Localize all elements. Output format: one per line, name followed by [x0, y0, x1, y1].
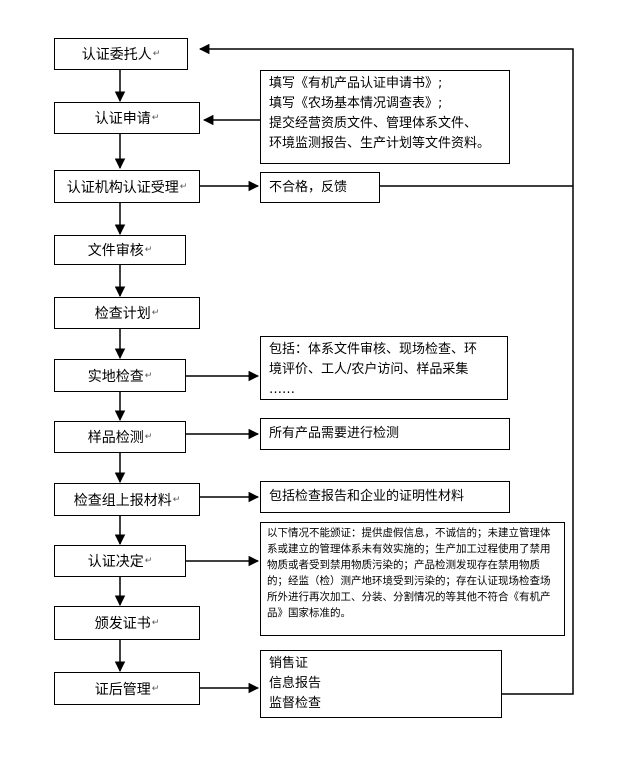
note-application-materials: 填写《有机产品认证申请书》; 填写《农场基本情况调查表》; 提交经营资质文件、管…: [260, 70, 510, 164]
step-certification-decision-label: 认证决定: [87, 554, 144, 570]
note-report-text: 包括检查报告和企业的证明性材料: [269, 489, 465, 504]
step-acceptance-label: 认证机构认证受理: [66, 179, 179, 196]
note-decision-text: 以下情况不能颁证：提供虚假信息，不诚信的；未建立管理体系或建立的管理体系未有效实…: [267, 527, 551, 619]
note-onsite-scope: 包括：体系文件审核、现场检查、环 境评价、工人/农户访问、样品采集 ……: [260, 336, 508, 400]
step-client: 认证委托人↵: [54, 38, 188, 70]
note-onsite-line: 包括：体系文件审核、现场检查、环: [269, 342, 478, 357]
feedback-return-line: [198, 43, 574, 695]
step-sample-testing: 样品检测↵: [54, 421, 186, 453]
step-sample-testing-label: 样品检测: [87, 430, 144, 446]
note-reject-text: 不合格，反馈: [269, 179, 348, 195]
step-issue-certificate: 颁发证书↵: [54, 606, 200, 640]
step-inspection-plan-label: 检查计划: [94, 306, 151, 322]
step-document-review: 文件审核↵: [54, 235, 186, 265]
step-acceptance: 认证机构认证受理↵: [54, 170, 200, 203]
note-aftercare-line: 销售证: [269, 656, 309, 671]
step-report-submission-label: 检查组上报材料: [73, 492, 172, 509]
step-certification-decision: 认证决定↵: [54, 545, 186, 577]
note-aftercare-line: 监督检查: [269, 696, 322, 711]
step-issue-certificate-label: 颁发证书: [94, 616, 151, 632]
note-sample-testing: 所有产品需要进行检测: [260, 418, 510, 450]
step-document-review-label: 文件审核: [87, 243, 144, 259]
note-onsite-line: 境评价、工人/农户访问、样品采集: [269, 362, 469, 377]
step-post-certification-label: 证后管理: [94, 681, 151, 698]
note-onsite-line: ……: [269, 382, 295, 397]
note-aftercare-line: 信息报告: [269, 676, 322, 691]
step-post-certification: 证后管理↵: [54, 672, 200, 705]
note-application-line: 填写《农场基本情况调查表》;: [269, 96, 443, 111]
step-inspection-plan: 检查计划↵: [54, 297, 200, 329]
step-client-label: 认证委托人: [81, 47, 152, 63]
note-report-materials: 包括检查报告和企业的证明性材料: [260, 481, 510, 513]
step-report-submission: 检查组上报材料↵: [54, 483, 200, 516]
note-post-certification: 销售证 信息报告 监督检查: [260, 650, 502, 718]
step-application: 认证申请↵: [54, 102, 200, 134]
note-application-line: 填写《有机产品认证申请书》;: [269, 76, 443, 91]
step-application-label: 认证申请: [94, 111, 151, 127]
note-application-line: 提交经营资质文件、管理体系文件、: [269, 116, 478, 131]
step-onsite-inspection: 实地检查↵: [54, 359, 186, 392]
note-no-certification-conditions: 以下情况不能颁证：提供虚假信息，不诚信的；未建立管理体系或建立的管理体系未有效实…: [260, 522, 565, 636]
note-reject-feedback: 不合格，反馈: [260, 172, 380, 203]
note-application-line: 环境监测报告、生产计划等文件资料。: [269, 136, 491, 151]
step-onsite-inspection-label: 实地检查: [87, 368, 144, 385]
note-sample-text: 所有产品需要进行检测: [269, 426, 400, 441]
